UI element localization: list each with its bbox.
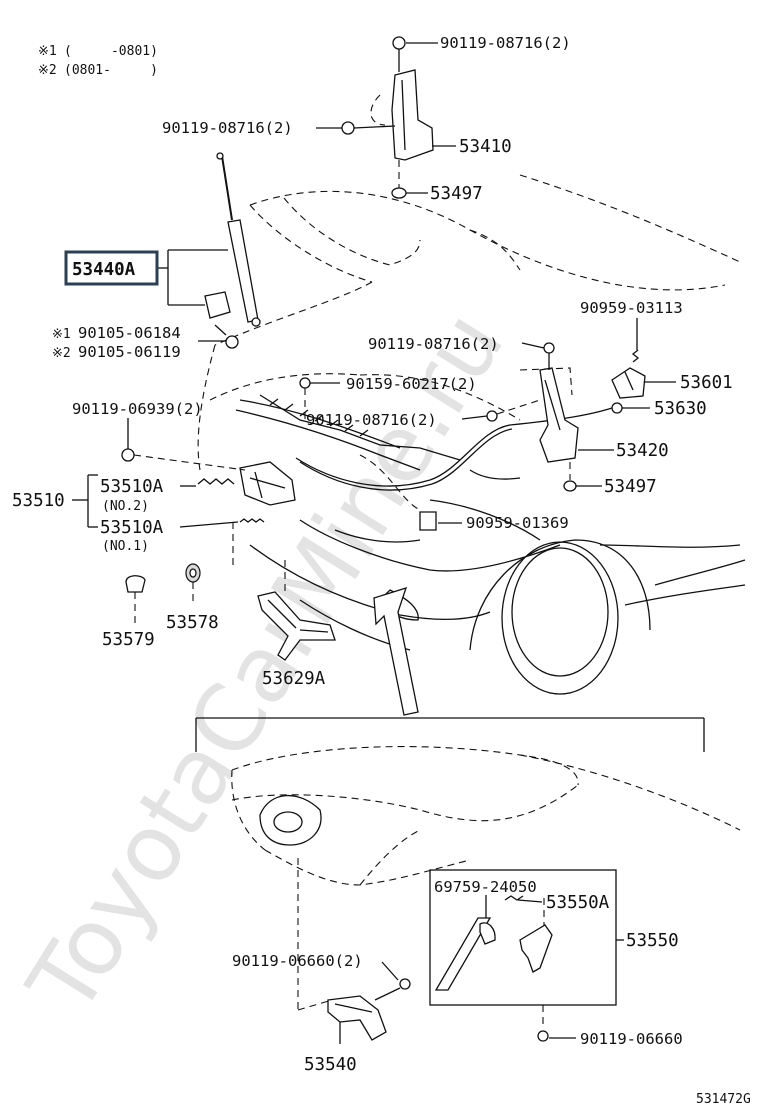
- hood-strut: [204, 152, 261, 349]
- label-53410: 53410: [459, 137, 512, 157]
- label-90959-03113: 90959-03113: [580, 299, 683, 317]
- section-bracket: [195, 717, 705, 752]
- bolt-icon: [537, 1030, 549, 1042]
- label-90959-01369: 90959-01369: [466, 514, 569, 532]
- direction-arrow: [373, 587, 419, 716]
- notes: ※1 ( -0801) ※2 (0801- ): [38, 44, 158, 78]
- diagram-id: 531472G: [696, 1092, 751, 1107]
- label-53629A: 53629A: [262, 669, 326, 689]
- label-53420: 53420: [616, 441, 669, 461]
- bolt-icon: [399, 978, 411, 990]
- label-90119-08716-low: 90119-08716(2): [306, 411, 437, 429]
- label-69759-24050: 69759-24050: [434, 878, 537, 896]
- bolt-icon: [486, 410, 498, 422]
- release-cable: [295, 349, 646, 531]
- label-90119-06660-2: 90119-06660(2): [232, 952, 363, 970]
- bolt-icon: [225, 335, 239, 349]
- label-53510A-no2: 53510A: [100, 477, 164, 497]
- note-1-mark-ref: ※1: [52, 327, 71, 342]
- bolt-icon: [341, 121, 355, 135]
- hood-outline-lower: [231, 746, 741, 886]
- note-2-text: (0801- ): [64, 63, 158, 78]
- label-no2: (NO.2): [102, 499, 149, 514]
- leader-lines-upper: [72, 42, 676, 528]
- highlight-box: [64, 250, 159, 286]
- bolt-icon: [299, 377, 311, 389]
- lock-bracket: [257, 560, 336, 661]
- label-53540: 53540: [304, 1055, 357, 1075]
- label-53510A-no1: 53510A: [100, 518, 164, 538]
- label-90105-06119: 90105-06119: [78, 343, 181, 361]
- hood-latch: [299, 342, 579, 492]
- bolt-icon: [543, 342, 555, 354]
- label-90159-60217: 90159-60217(2): [346, 375, 477, 393]
- label-53497-low: 53497: [604, 477, 657, 497]
- label-90119-06660: 90119-06660: [580, 1030, 683, 1048]
- label-90119-08716-left: 90119-08716(2): [162, 119, 293, 137]
- bolt-icon: [392, 36, 406, 50]
- hood-lock: [121, 448, 296, 625]
- note-2-mark-ref: ※2: [52, 346, 71, 361]
- label-53550A: 53550A: [546, 893, 610, 913]
- hood-hinge: [341, 36, 434, 199]
- label-53579: 53579: [102, 630, 155, 650]
- label-no1: (NO.1): [102, 539, 149, 554]
- label-53578: 53578: [166, 613, 219, 633]
- label-53440A[interactable]: 53440A: [72, 260, 136, 280]
- note-1-mark: ※1: [38, 44, 57, 59]
- hood-hinge-lower: [297, 858, 411, 1044]
- label-90119-08716-top: 90119-08716(2): [440, 34, 571, 52]
- cushion-icon: [391, 187, 407, 199]
- leader-lines-lower: [381, 895, 624, 1039]
- label-53630: 53630: [654, 399, 707, 419]
- label-53550: 53550: [626, 931, 679, 951]
- label-53510: 53510: [12, 491, 65, 511]
- bolt-icon: [121, 448, 135, 462]
- radiator-support: [235, 394, 461, 471]
- label-53497-top: 53497: [430, 184, 483, 204]
- front-wheel: [429, 499, 746, 695]
- label-90119-08716-mid: 90119-08716(2): [368, 335, 499, 353]
- note-2-mark: ※2: [38, 63, 57, 78]
- part-labels: 90119-08716(2) 53410 90119-08716(2) 5349…: [12, 34, 751, 1107]
- stay-assembly-box: [429, 869, 617, 1042]
- label-90105-06184: 90105-06184: [78, 324, 181, 342]
- label-90119-06939: 90119-06939(2): [72, 400, 203, 418]
- label-53601: 53601: [680, 373, 733, 393]
- note-1-text: ( -0801): [64, 44, 158, 59]
